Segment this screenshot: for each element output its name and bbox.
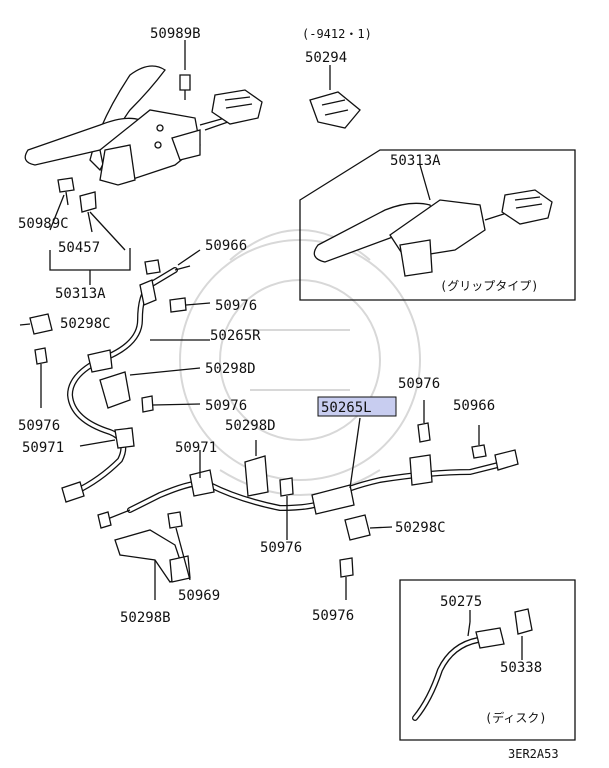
label-50294: 50294 [305,50,347,66]
label-50969: 50969 [178,588,220,604]
bracket-50298D-mid [244,440,294,540]
label-50457: 50457 [58,240,100,256]
label-50976-f: 50976 [312,608,354,624]
label-50989C: 50989C [18,216,69,232]
label-50976-a: 50976 [215,298,257,314]
diagram-code: 3ER2A53 [508,747,559,761]
bolt-50976-upper [169,297,211,313]
bolt-50976-lower [339,557,354,600]
label-50313A-grip: 50313A [390,153,441,169]
label-50966-top: 50966 [205,238,247,254]
label-50976-c: 50976 [18,418,60,434]
label-50298D-mid: 50298D [225,418,276,434]
label-50971-mid: 50971 [175,440,217,456]
disc-type-box [399,579,576,741]
label-50298D-left: 50298D [205,361,256,377]
mount-bracket-50265L [409,400,433,486]
lever-assembly-grip-type [313,189,553,277]
label-50338: 50338 [500,660,542,676]
label-50275: 50275 [440,594,482,610]
highlight-box-50265L [317,396,397,417]
clip-50298C-right [344,514,393,541]
label-50298C-left: 50298C [60,316,111,332]
note-date: (-9412・1) [302,27,372,41]
label-50265R: 50265R [210,328,261,344]
disc-caption: (ディスク) [485,710,547,725]
cable-disc-type [412,608,533,721]
bracket-50298D-left [99,367,201,413]
lever-assembly-standard [24,65,263,186]
label-50966-right: 50966 [453,398,495,414]
grip-type-box [299,149,576,301]
label-50976-d: 50976 [398,376,440,392]
bolt-50976-left [34,347,48,408]
bolt-50989C [57,177,75,206]
part-50294 [309,91,361,129]
label-50976-b: 50976 [205,398,247,414]
label-50971-left: 50971 [22,440,64,456]
label-50265L: 50265L [321,400,372,416]
grip-type-caption: (グリップタイプ) [440,279,538,293]
part-labels: 50989B (-9412・1) 50294 50313A (グリップタイプ) … [18,26,559,761]
cable-50265L [97,449,519,529]
label-50298C-right: 50298C [395,520,446,536]
bracket-50457 [79,191,97,233]
label-50313A: 50313A [55,286,106,302]
label-50976-e: 50976 [260,540,302,556]
nut-50966-right [471,425,487,459]
clip-50298C-left [19,313,53,335]
label-50989B: 50989B [150,26,201,42]
cable-50265R [61,259,191,503]
nut-50969 [167,511,191,581]
label-50298B: 50298B [120,610,171,626]
